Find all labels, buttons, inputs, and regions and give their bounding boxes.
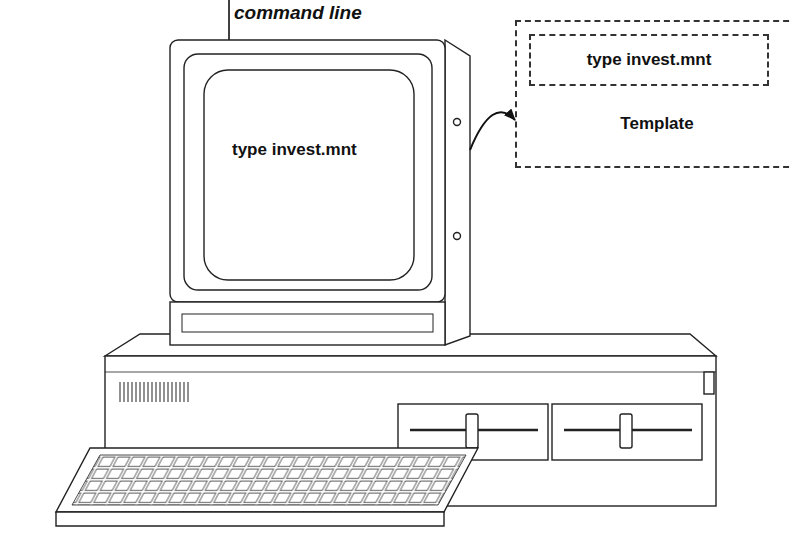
- template-command-box: type invest.mnt: [529, 34, 769, 86]
- template-title: Template: [517, 114, 792, 134]
- monitor: [170, 40, 470, 345]
- template-command: type invest.mnt: [587, 50, 712, 70]
- monitor-screen: type invest.mnt: [170, 40, 470, 345]
- template-box: Template type invest.mnt: [515, 20, 792, 168]
- flow-arrow: [470, 112, 515, 150]
- callout-label: command line: [234, 2, 362, 24]
- screen-command: type invest.mnt: [232, 140, 357, 160]
- keyboard: [56, 448, 478, 526]
